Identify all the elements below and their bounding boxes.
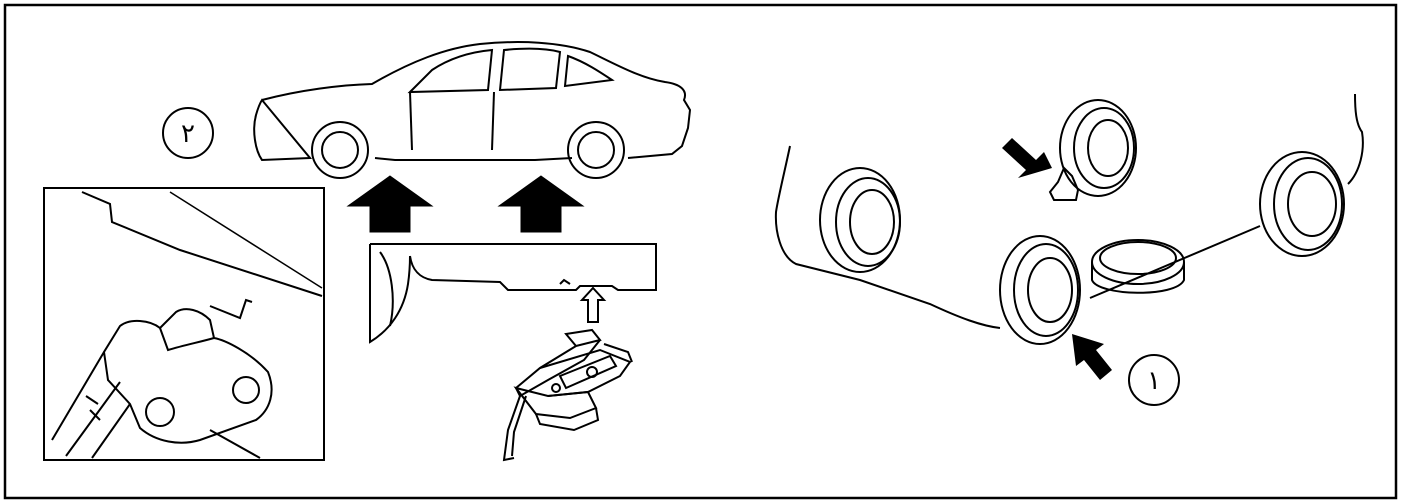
car-side-view xyxy=(253,41,692,179)
sill-cross-section xyxy=(369,243,657,344)
callout-step-2: ٢ xyxy=(162,107,214,159)
bracket-pointer-arrow-icon xyxy=(1002,138,1052,178)
rear-jack-arrow-icon xyxy=(497,175,585,233)
scissor-jack xyxy=(502,328,633,462)
callout-step-1-label: ١ xyxy=(1147,366,1161,396)
diagram-border xyxy=(3,3,1398,500)
jack-point-arrows xyxy=(346,175,585,233)
trunk-spare-tire-view xyxy=(774,93,1364,345)
tire-pointer-arrow-icon xyxy=(1072,334,1112,380)
front-jack-arrow-icon xyxy=(346,175,434,233)
callout-step-1: ١ xyxy=(1128,354,1180,406)
callout-step-2-label: ٢ xyxy=(181,119,195,149)
lift-direction-arrow-icon xyxy=(579,286,607,323)
jack-point-detail-inset xyxy=(43,187,325,461)
